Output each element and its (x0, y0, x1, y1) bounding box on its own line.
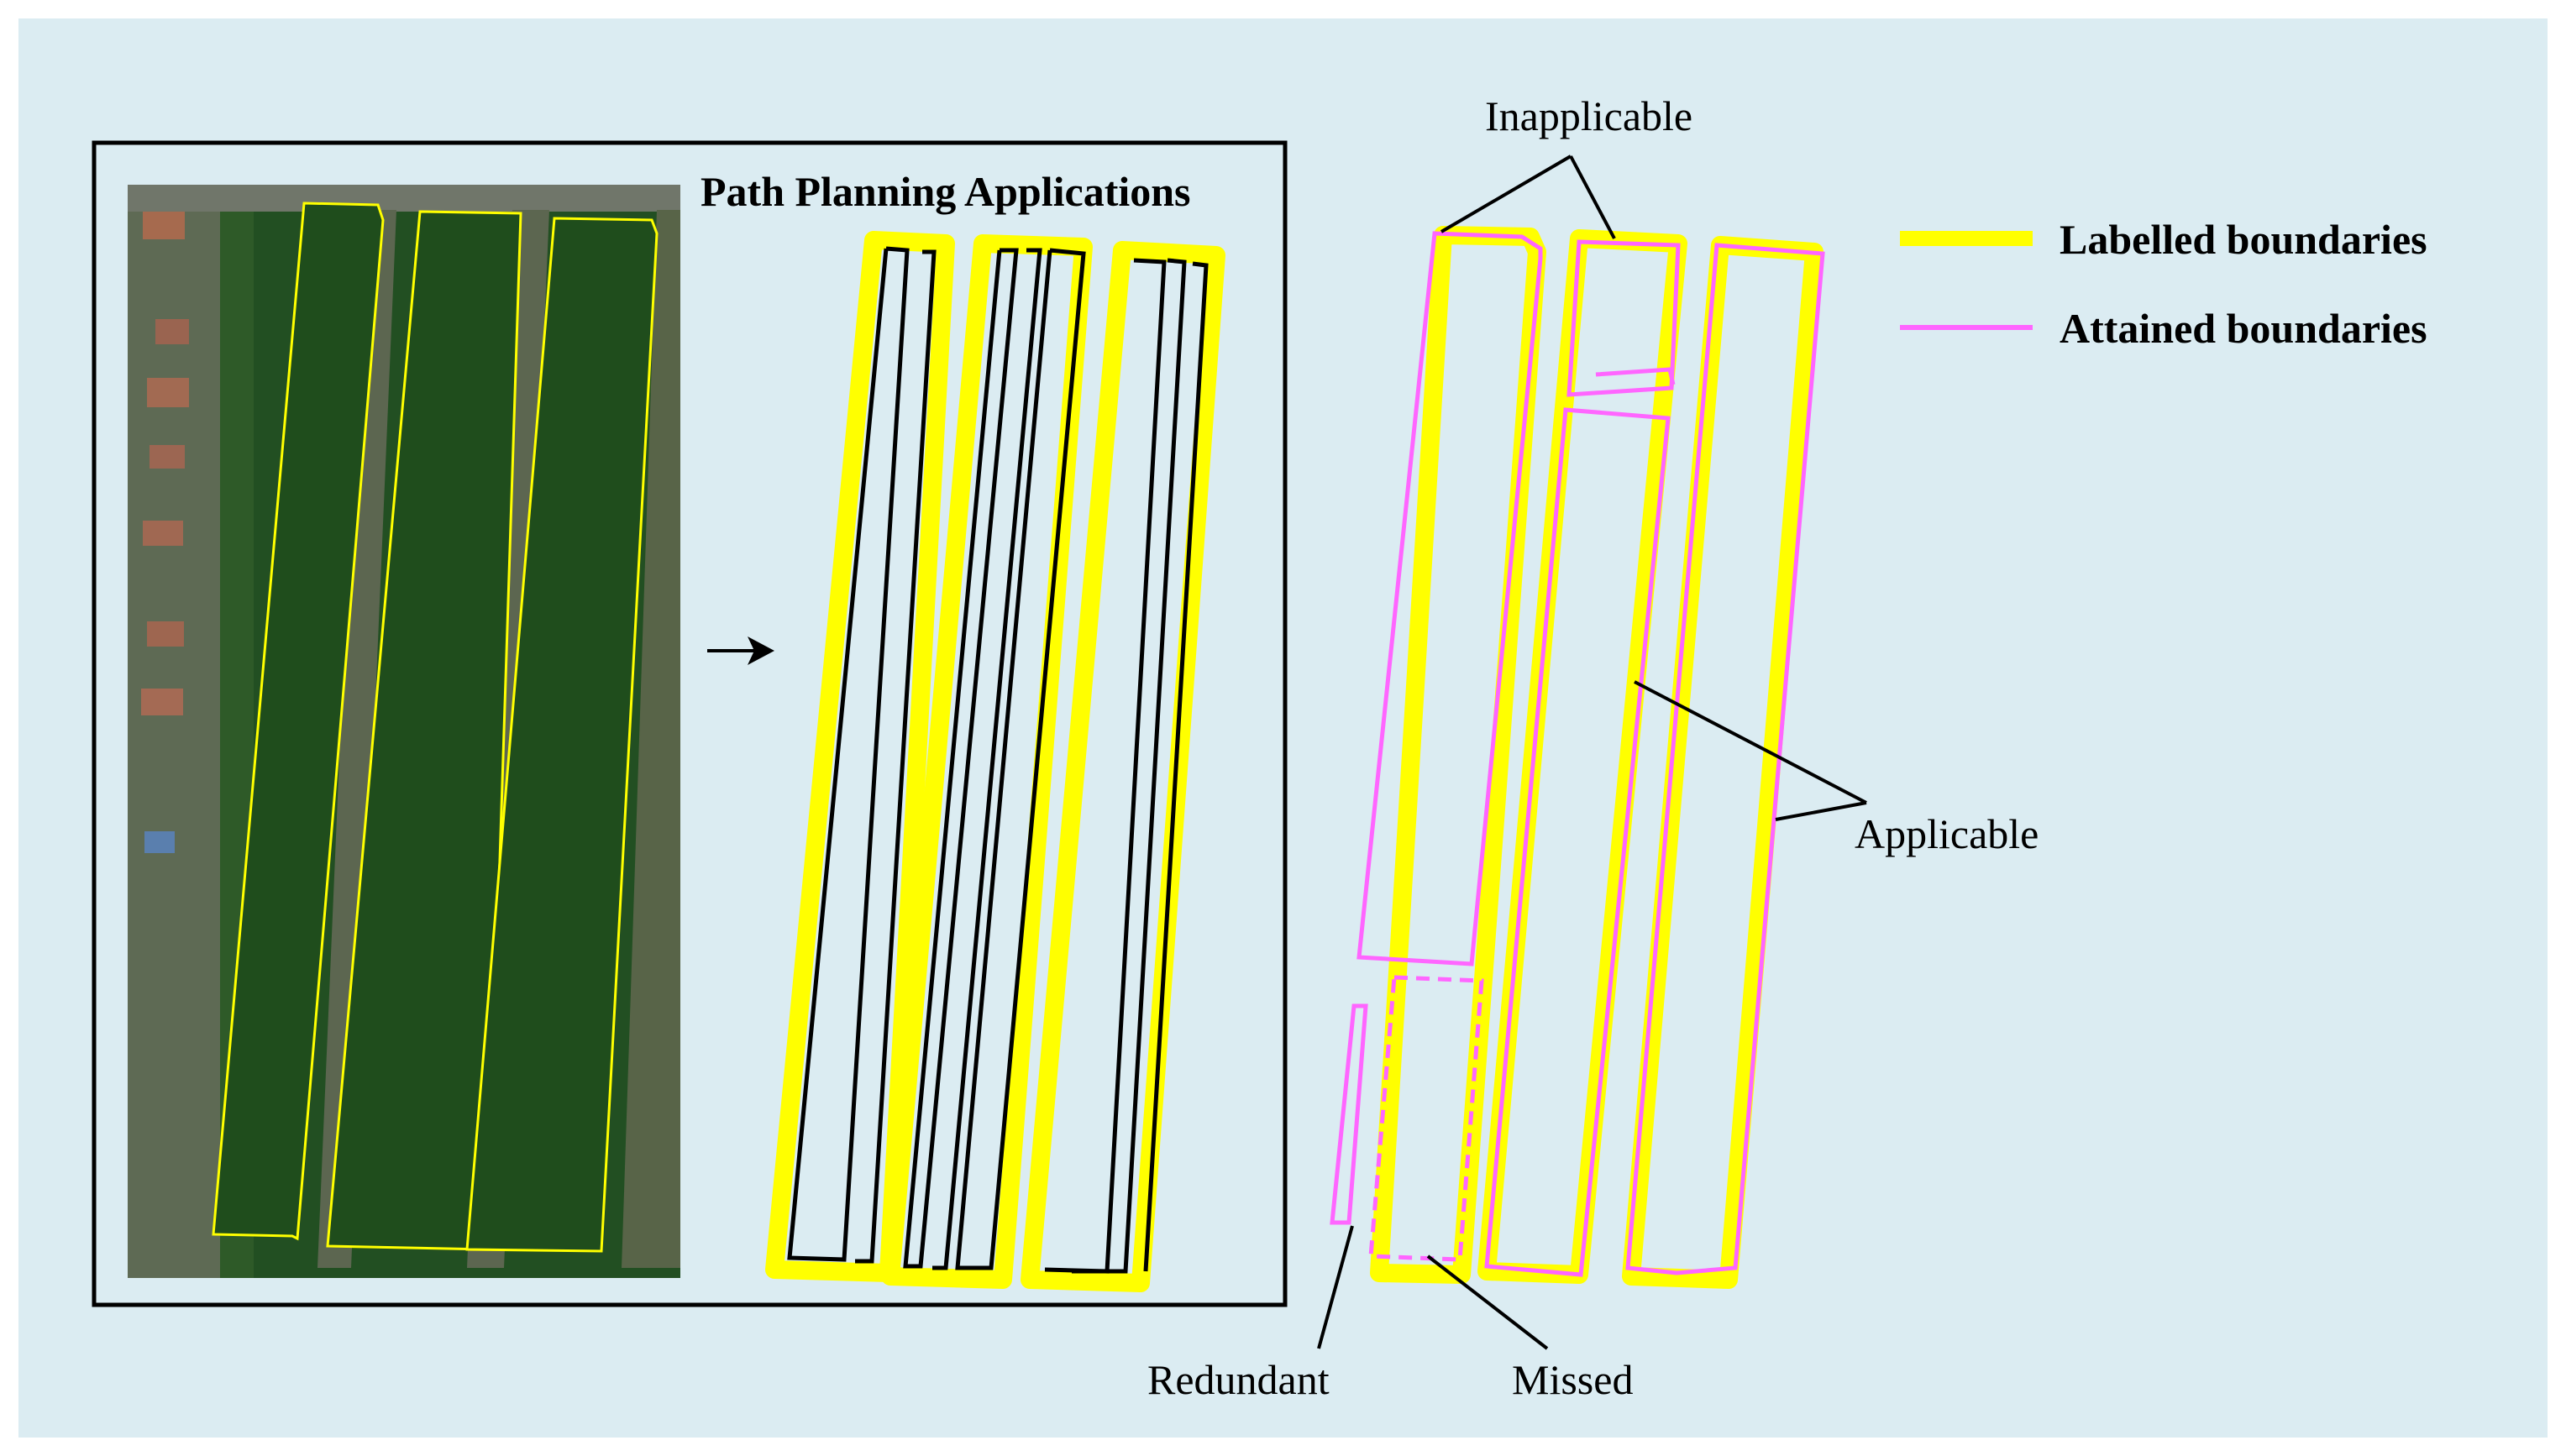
callout-redundant: Redundant (1147, 1356, 1330, 1403)
field-1-outline (212, 202, 385, 1241)
roof (147, 378, 189, 407)
roof (155, 319, 189, 344)
attained-redundant-piece (1330, 1003, 1368, 1225)
roof (150, 445, 185, 469)
path-line (1072, 258, 1187, 1274)
planned-field-2-boundary (881, 234, 1093, 1289)
attained-notch (1595, 367, 1676, 385)
missed-field-dashed (1368, 975, 1484, 1262)
village-strip (128, 185, 220, 1278)
roof (144, 831, 175, 853)
leader-missed (1426, 1254, 1549, 1350)
leader-applicable-middle (1634, 680, 1867, 804)
attained-field-applicable-middle (1484, 407, 1671, 1277)
arrow-icon (707, 636, 774, 665)
callout-inapplicable: Inapplicable (1485, 92, 1692, 139)
roof (147, 621, 184, 647)
path-planning-fields (765, 231, 1225, 1292)
path-loop (787, 246, 910, 1262)
planned-field-3-boundary (1021, 241, 1225, 1292)
panel-title: Path Planning Applications (701, 168, 1191, 215)
ditch (622, 210, 680, 1268)
legend-label-attained: Attained boundaries (2060, 305, 2427, 352)
path-loop (955, 248, 1086, 1270)
attained-field-applicable-right (1625, 243, 1825, 1275)
ditch (317, 210, 396, 1268)
callout-applicable: Applicable (1855, 810, 2039, 857)
inset-panel-frame (92, 140, 1288, 1307)
leader-inapplicable-right (1569, 155, 1616, 239)
field-3-outline (465, 217, 659, 1253)
callout-missed: Missed (1512, 1356, 1633, 1403)
attained-boundaries (1330, 231, 1825, 1277)
leader-inapplicable-left (1440, 155, 1572, 233)
path-line (932, 248, 1042, 1270)
path-line (855, 249, 937, 1264)
roof (143, 521, 183, 546)
attained-field-inapplicable-left (1356, 231, 1543, 966)
legend-label-labelled: Labelled boundaries (2060, 216, 2427, 263)
path-line (1143, 261, 1209, 1272)
leader-redundant (1317, 1225, 1354, 1349)
leader-applicable-right (1775, 801, 1867, 821)
roof (141, 689, 183, 715)
callout-leaders (1317, 155, 1867, 1350)
road (128, 185, 680, 212)
path-loop (903, 248, 1019, 1269)
legend: Labelled boundaries Attained boundaries (1900, 216, 2427, 352)
attained-field-inapplicable-top (1566, 239, 1681, 397)
satellite-image (128, 185, 680, 1278)
